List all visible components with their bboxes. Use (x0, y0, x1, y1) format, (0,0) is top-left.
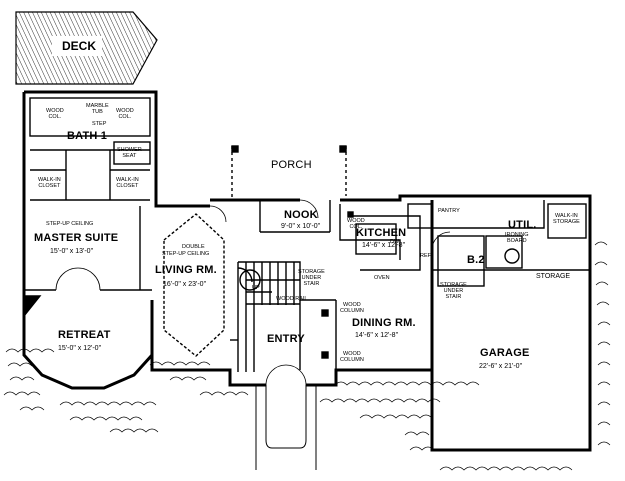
master-suite-label: MASTER SUITE (34, 232, 119, 244)
ref-note: REF (420, 253, 431, 259)
living-room-dims: 16'-0" x 23'-0" (163, 281, 207, 288)
storage-note: STORAGE (536, 273, 571, 280)
porch-label: PORCH (271, 159, 312, 171)
living-room-label: LIVING RM. (155, 264, 217, 276)
nook-label: NOOK (284, 209, 318, 221)
deck-label: DECK (62, 39, 97, 53)
retreat-label: RETREAT (58, 329, 111, 341)
oven-note: OVEN (374, 275, 390, 281)
nook-dims: 9'-0" x 10'-0" (281, 223, 321, 230)
interior-walls (23, 97, 590, 372)
master-suite-dims: 15'-0" x 13'-0" (50, 248, 94, 255)
util-label: UTIL. (508, 219, 537, 231)
kitchen-label: KITCHEN (356, 227, 407, 239)
landscaping (3, 241, 611, 471)
living-ceiling-note-1: DOUBLE (182, 244, 205, 250)
wood-rail-note: WOOD RAIL (276, 296, 308, 302)
living-ceiling-note-2: STEP-UP CEILING (162, 251, 210, 257)
up-note: UP (252, 285, 260, 291)
pantry-note: PANTRY (438, 208, 460, 214)
master-ceiling-note: STEP-UP CEILING (46, 221, 94, 227)
retreat-dims: 15'-0" x 12'-0" (58, 345, 102, 352)
dw-note: DW (390, 239, 400, 245)
garage-dims: 22'-6" x 21'-0" (479, 363, 523, 370)
dining-room-label: DINING RM. (352, 317, 416, 329)
dining-room-dims: 14'-6" x 12'-8" (355, 332, 399, 339)
step-note: STEP (92, 121, 107, 127)
bath1-label: BATH 1 (67, 130, 108, 142)
exterior-walls (22, 90, 592, 452)
deck (15, 11, 158, 85)
walkway (255, 385, 317, 470)
b2-label: B.2 (467, 254, 485, 266)
entry-label: ENTRY (267, 333, 305, 345)
door-swings (55, 199, 451, 386)
kitchen-dims: 14'-6" x 12'-8" (362, 242, 406, 249)
garage-label: GARAGE (480, 347, 530, 359)
